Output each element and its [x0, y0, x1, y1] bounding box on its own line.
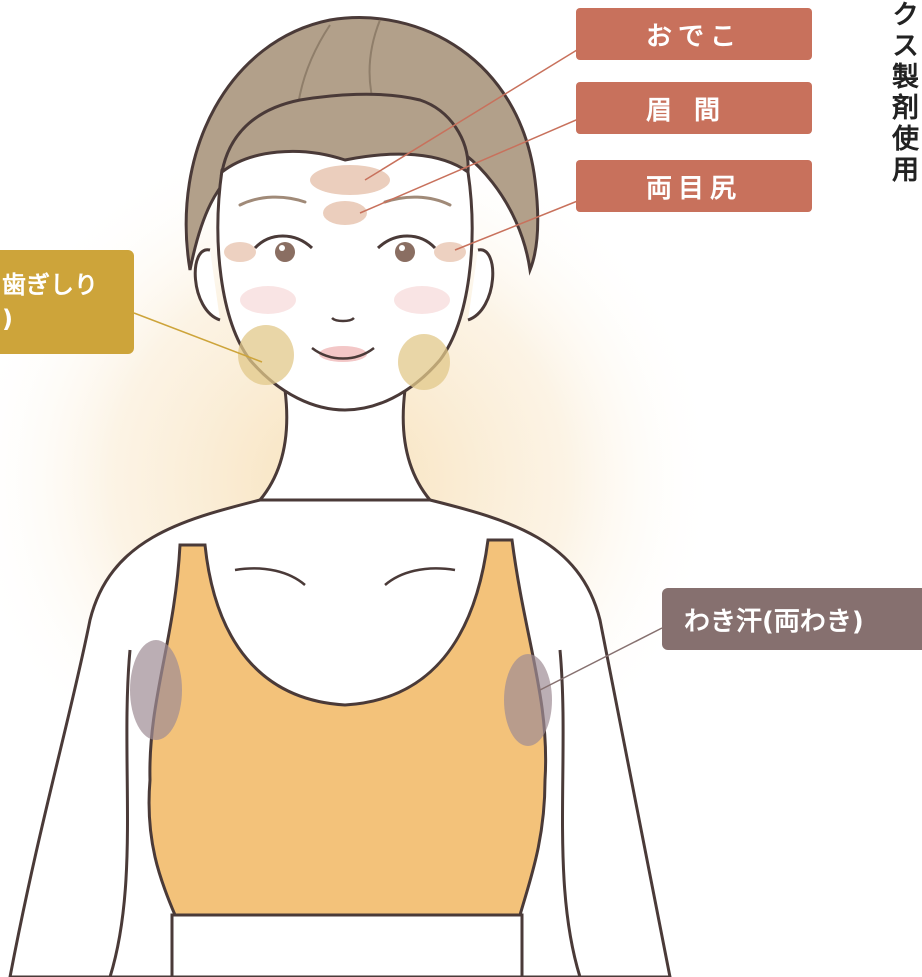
left-cheek-blush: [240, 286, 296, 314]
leader-line-armpit: [539, 627, 663, 691]
left-eye-corner-zone: [224, 242, 256, 262]
jaw-label: 歯ぎしり ): [0, 250, 134, 354]
left-armpit-zone: [130, 640, 182, 740]
glabella-label: 眉間: [576, 82, 812, 134]
leader-line-forehead: [364, 41, 591, 181]
leader-line-jaw: [133, 312, 263, 363]
right-jaw-zone: [398, 334, 450, 390]
jaw-label-line1: 歯ぎしり: [2, 271, 98, 299]
leader-line-eyes: [454, 195, 591, 251]
mouth: [311, 346, 375, 360]
armpit-label: わき汗(両わき): [662, 588, 922, 650]
right-eye-highlight: [399, 245, 405, 251]
vertical-title: クス製剤使用: [887, 0, 918, 186]
jaw-label-line2: ): [2, 305, 13, 333]
left-collarbone: [234, 567, 306, 586]
right-eye: [395, 242, 415, 262]
left-eye-highlight: [279, 245, 285, 251]
hair-fringe: [219, 92, 470, 176]
left-eyebrow: [238, 195, 307, 207]
left-eye-lid: [253, 234, 314, 250]
top-hem: [170, 913, 524, 977]
left-jaw-zone: [238, 325, 294, 385]
forehead-label: おでこ: [576, 8, 812, 60]
right-ear: [467, 248, 495, 322]
right-eye-lid: [376, 234, 437, 250]
right-collarbone: [384, 567, 456, 586]
left-ear: [193, 248, 221, 322]
nose: [331, 316, 355, 323]
right-armpit-zone: [504, 654, 552, 746]
left-eye: [275, 242, 295, 262]
glabella-zone: [323, 201, 367, 225]
right-eye-corner-zone: [434, 242, 466, 262]
outer-eyes-label: 両目尻: [576, 160, 812, 212]
left-arm-line: [108, 649, 132, 977]
right-arm-line: [558, 649, 582, 977]
forehead-zone: [310, 165, 390, 195]
right-cheek-blush: [394, 286, 450, 314]
leader-line-glabella: [359, 113, 591, 214]
